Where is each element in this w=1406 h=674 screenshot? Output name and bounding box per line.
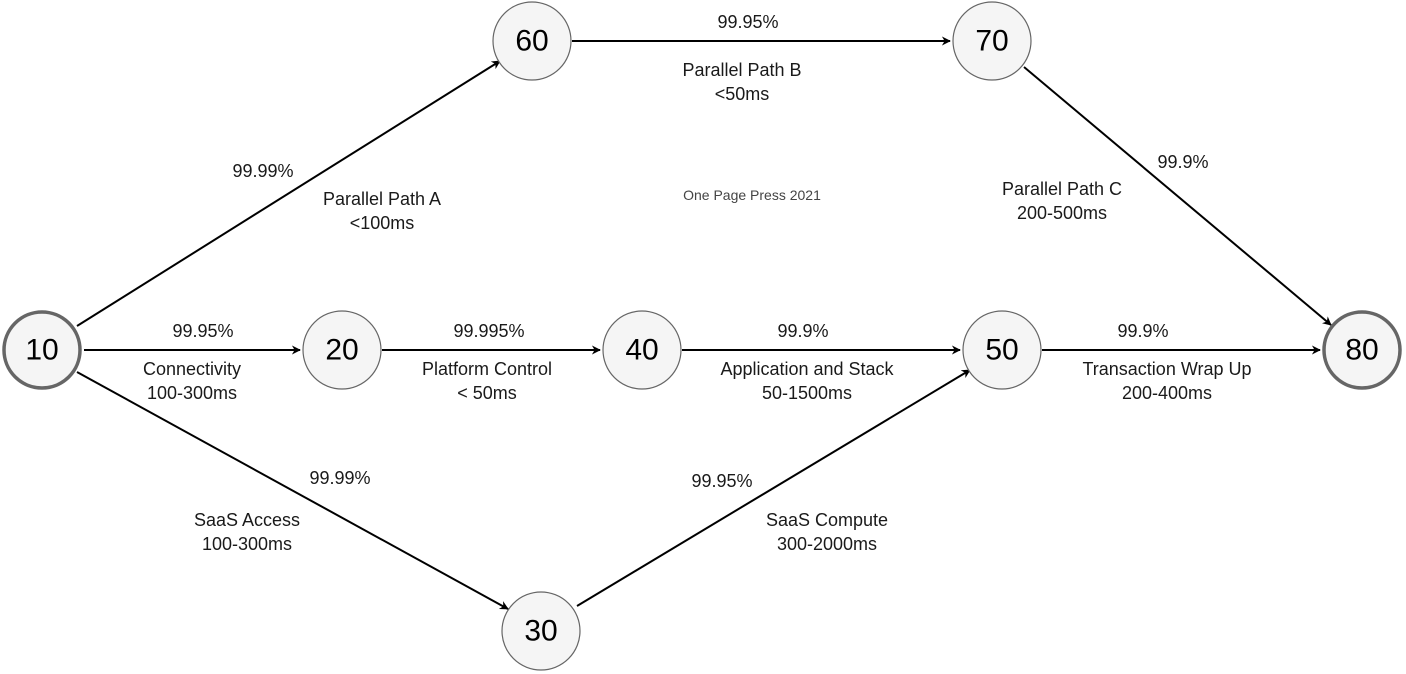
node-10-label: 10 — [25, 334, 58, 367]
edge-10-60-name: Parallel Path A — [323, 189, 441, 209]
edge-10-20-availability: 99.95% — [172, 321, 233, 341]
edge-70-80[interactable] — [1023, 66, 1332, 326]
edge-50-80-availability: 99.9% — [1117, 321, 1168, 341]
node-20[interactable]: 20 — [302, 310, 382, 390]
edge-60-70-latency: <50ms — [715, 84, 770, 104]
node-60-label: 60 — [515, 25, 548, 58]
edge-30-50-availability: 99.95% — [691, 471, 752, 491]
edge-10-60-availability: 99.99% — [232, 161, 293, 181]
node-70[interactable]: 70 — [952, 1, 1032, 81]
edge-30-50-name: SaaS Compute — [766, 510, 888, 530]
edge-10-30-latency: 100-300ms — [202, 534, 292, 554]
edge-labels: 99.95% Connectivity 100-300ms 99.995% Pl… — [143, 12, 1252, 554]
edge-70-80-availability: 99.9% — [1157, 152, 1208, 172]
edge-50-80-name: Transaction Wrap Up — [1082, 359, 1251, 379]
edge-70-80-name: Parallel Path C — [1002, 179, 1122, 199]
edge-40-50-latency: 50-1500ms — [762, 383, 852, 403]
node-70-label: 70 — [975, 25, 1008, 58]
edge-60-70-name: Parallel Path B — [682, 60, 801, 80]
edge-50-80-latency: 200-400ms — [1122, 383, 1212, 403]
edge-10-20-name: Connectivity — [143, 359, 241, 379]
edge-30-50-latency: 300-2000ms — [777, 534, 877, 554]
edge-60-70-availability: 99.95% — [717, 12, 778, 32]
edge-70-80-latency: 200-500ms — [1017, 203, 1107, 223]
node-80-label: 80 — [1345, 334, 1378, 367]
edge-20-40-latency: < 50ms — [457, 383, 517, 403]
edge-10-20-latency: 100-300ms — [147, 383, 237, 403]
edge-40-50-name: Application and Stack — [720, 359, 894, 379]
edge-10-30-availability: 99.99% — [309, 468, 370, 488]
edge-20-40-availability: 99.995% — [453, 321, 524, 341]
node-10[interactable]: 10 — [2, 310, 82, 390]
node-50-label: 50 — [985, 334, 1018, 367]
node-50[interactable]: 50 — [962, 310, 1042, 390]
edge-20-40-name: Platform Control — [422, 359, 552, 379]
node-30[interactable]: 30 — [501, 591, 581, 671]
node-40[interactable]: 40 — [602, 310, 682, 390]
node-20-label: 20 — [325, 334, 358, 367]
node-60[interactable]: 60 — [492, 1, 572, 81]
node-80[interactable]: 80 — [1322, 310, 1402, 390]
edge-10-30-name: SaaS Access — [194, 510, 300, 530]
edge-10-30[interactable] — [76, 371, 509, 610]
node-40-label: 40 — [625, 334, 658, 367]
watermark-text: One Page Press 2021 — [683, 187, 821, 203]
edge-10-60-latency: <100ms — [350, 213, 415, 233]
edges — [76, 36, 1332, 610]
edge-40-50-availability: 99.9% — [777, 321, 828, 341]
edge-10-60[interactable] — [76, 60, 501, 327]
edge-30-50[interactable] — [576, 369, 971, 607]
node-30-label: 30 — [524, 615, 557, 648]
